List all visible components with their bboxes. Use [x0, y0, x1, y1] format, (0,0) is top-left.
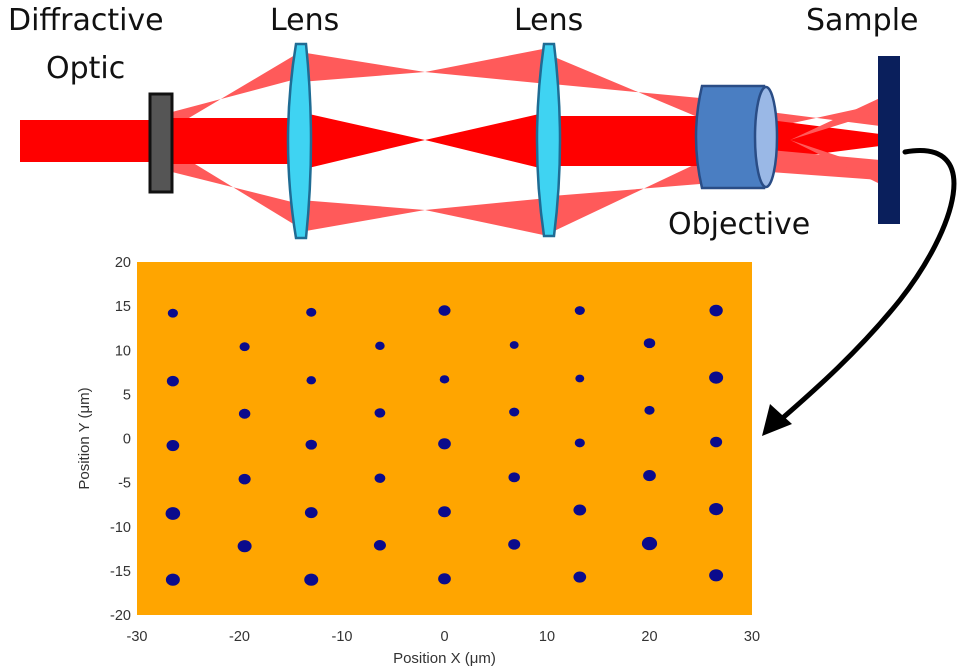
spot: [165, 573, 180, 586]
objective-lens: [694, 84, 779, 190]
x-axis-label: Position X (μm): [393, 650, 496, 667]
spot: [305, 439, 317, 450]
spot: [641, 536, 658, 551]
spot: [508, 472, 520, 483]
input-beam: [20, 120, 156, 162]
spots: [165, 304, 724, 586]
y-tick-label: 5: [123, 387, 131, 403]
x-tick-label: 0: [440, 629, 448, 645]
label-diffractive: Diffractive: [8, 3, 164, 38]
label-lens-1: Lens: [270, 3, 339, 38]
spot: [238, 473, 251, 485]
beam-after-objective-lower: [770, 150, 880, 180]
spot: [710, 436, 723, 448]
spot: [237, 540, 252, 553]
label-objective: Objective: [668, 207, 810, 242]
spot: [238, 408, 251, 419]
x-tick-label: 10: [539, 629, 555, 645]
spot: [709, 569, 724, 582]
spot: [374, 473, 386, 483]
beam-lower-diverge-1: [172, 150, 300, 228]
spot: [438, 305, 451, 316]
spot: [304, 573, 319, 586]
spot: [644, 405, 655, 415]
spot: [306, 376, 317, 385]
x-tick-label: -10: [332, 629, 353, 645]
x-tick-label: 30: [744, 629, 760, 645]
spot: [575, 374, 585, 383]
spot: [508, 539, 521, 550]
spot: [438, 506, 451, 518]
spot: [509, 341, 519, 349]
spot: [165, 507, 181, 520]
spot: [709, 304, 723, 317]
beam-upper-reexpand: [425, 48, 548, 84]
spot: [709, 503, 724, 516]
x-tick-label: 20: [641, 629, 657, 645]
spot: [574, 438, 585, 448]
spot: [166, 440, 180, 452]
label-optic: Optic: [46, 51, 125, 86]
y-tick-label: -10: [110, 520, 131, 536]
y-tick-label: -5: [118, 476, 131, 492]
spot: [304, 507, 318, 519]
lens-1: [286, 42, 313, 240]
beam-center-1: [172, 118, 300, 164]
spot: [438, 573, 451, 585]
spot: [573, 571, 587, 583]
diffractive-optic: [148, 92, 174, 194]
y-tick-label: 20: [115, 255, 131, 271]
beam-upper-to-objective: [552, 56, 700, 118]
spot: [573, 504, 587, 516]
label-lens-2: Lens: [514, 3, 583, 38]
y-tick-label: 15: [115, 299, 131, 315]
spot: [643, 338, 656, 349]
label-sample: Sample: [806, 3, 919, 38]
spot: [306, 307, 317, 317]
y-tick-label: -15: [110, 564, 131, 580]
beam-lower-to-objective: [552, 162, 700, 232]
spot: [239, 342, 250, 352]
y-tick-label: 10: [115, 343, 131, 359]
beam-center-to-objective: [552, 116, 700, 166]
spot: [509, 407, 520, 417]
optical-train: [20, 42, 900, 240]
y-tick-label: 0: [123, 432, 131, 448]
beam-cross-lower: [790, 140, 880, 184]
spot: [438, 438, 451, 450]
spot: [574, 306, 585, 315]
beam-after-objective-upper: [770, 104, 880, 128]
beam-center-converge: [300, 112, 425, 170]
spot: [375, 341, 385, 350]
beam-cross-upper: [790, 98, 880, 140]
beam-upper-converge: [300, 52, 425, 82]
arrow-sample-to-plot: [762, 148, 957, 436]
beam-lower-reexpand: [425, 198, 548, 236]
x-axis-ticks: -30 -20 -10 0 10 20 30: [127, 629, 761, 645]
y-axis-ticks: 20 15 10 5 0 -5 -10 -15 -20: [110, 255, 131, 624]
sample-slide: [878, 56, 900, 224]
spot: [167, 308, 178, 318]
y-axis-label: Position Y (μm): [76, 387, 93, 489]
spot: [166, 375, 179, 387]
spot: [374, 408, 386, 418]
spot: [709, 371, 724, 384]
spot: [643, 470, 656, 482]
x-tick-label: -30: [127, 629, 148, 645]
spot: [439, 375, 450, 384]
beam-lower-converge: [300, 200, 425, 232]
beam-center-reexpand: [425, 112, 548, 170]
spot-pattern-plot: -30 -20 -10 0 10 20 30 20 15 10 5 0 -5 -10 -15 -20 Pos…: [76, 255, 760, 667]
y-tick-label: -20: [110, 608, 131, 624]
x-tick-label: -20: [229, 629, 250, 645]
beam-upper-diverge-1: [172, 52, 300, 128]
spot: [373, 540, 386, 551]
beam-after-objective-center: [770, 120, 880, 160]
lens-2: [535, 42, 562, 238]
